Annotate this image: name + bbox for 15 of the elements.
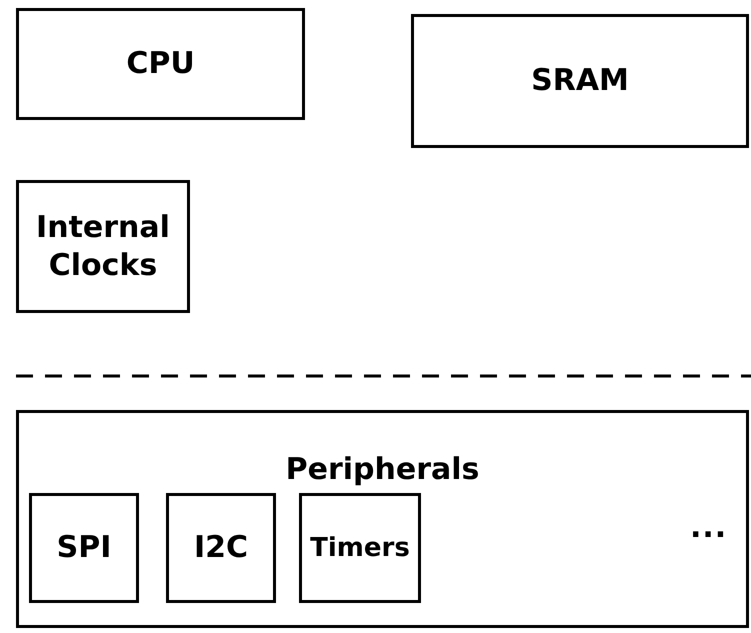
ellipsis-text: ... [690,510,728,545]
module-box [166,493,276,603]
box-label: Internal Clocks [35,209,171,284]
box-label: SPI [56,529,112,567]
box-label: CPU [126,45,195,83]
memory-box [411,14,749,148]
group-box [16,410,749,628]
process-box [16,180,190,313]
process-box [16,8,305,120]
box-label: I2C [194,529,248,567]
group-title: Peripherals [286,451,480,488]
box-label: SRAM [531,62,629,100]
box-label: Timers [310,532,410,564]
module-box [29,493,139,603]
module-box [299,493,421,603]
